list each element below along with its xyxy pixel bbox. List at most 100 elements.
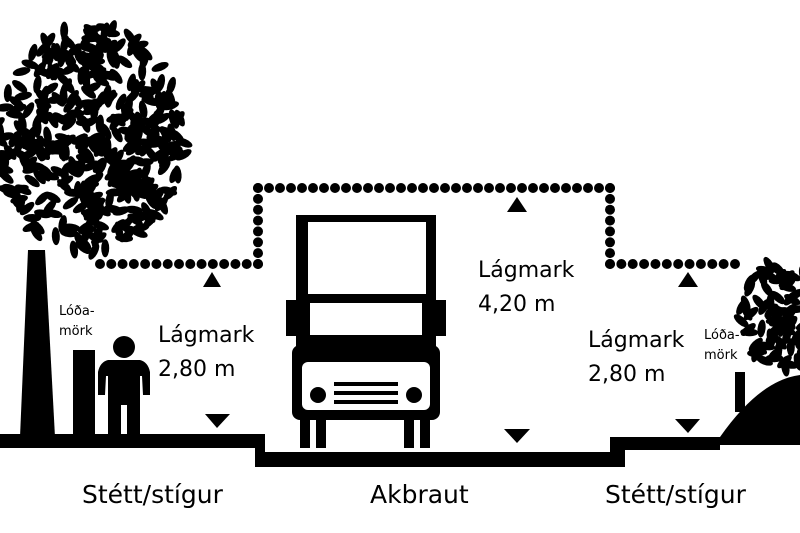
leaf [10,194,28,204]
leaf [12,67,31,77]
leaf [51,227,60,246]
leaf [101,239,110,258]
clearance-dot [707,259,718,269]
leaf [35,191,50,206]
clearance-dot [650,259,661,269]
clearance-dot [605,248,615,259]
left-min-label: Lágmark [158,323,255,348]
leaf [50,139,69,148]
leaf [91,220,109,231]
leaf [143,97,162,106]
road-min-label: Lágmark [478,258,575,283]
leaf [0,156,8,168]
leaf [131,223,150,233]
clearance-dot [429,183,439,193]
leaf [0,134,8,147]
leaf [92,157,106,173]
lot-post-left [73,350,95,436]
leaf [93,95,110,107]
leaf [82,160,100,172]
leaf [5,110,24,119]
leaf [0,121,5,140]
clearance-outline [95,183,740,269]
leaf [33,169,46,185]
leaf [92,197,105,214]
leaf [33,75,42,94]
leaf [111,149,124,166]
leaf [175,149,192,161]
leaf [143,135,160,148]
clearance-dot [253,204,263,215]
leaf [126,211,143,223]
clearance-dot [550,183,560,193]
leaf [77,221,94,233]
leaf [43,32,56,49]
clearance-dot [594,183,604,193]
leaf [736,298,748,316]
leaf [80,42,98,52]
leaf [157,197,169,215]
clearance-dot [151,259,162,269]
leaf [63,160,81,170]
clearance-dot [396,183,406,193]
clearance-dot [462,183,472,193]
clearance-dot [219,259,230,269]
leaf [140,162,151,180]
leaf [758,269,768,287]
leaf [86,63,104,72]
height-markers [203,197,700,443]
leaf [72,92,83,110]
leaf [111,126,123,143]
clearance-dot [418,183,428,193]
clearance-dot [561,183,571,193]
leaf [751,344,761,363]
lot-boundary-right-line2: mörk [704,348,738,363]
leaf [105,191,114,209]
leaf [88,172,104,186]
clearance-dot [451,183,461,193]
person-icon [98,336,150,436]
leaf [24,174,40,188]
leaf [77,138,90,155]
clearance-dot [308,183,318,193]
tree-left-icon [0,20,193,437]
leaf [90,102,99,121]
leaf [160,91,169,110]
clearance-dot [185,259,196,269]
clearance-dot [605,193,615,204]
clearance-dot [253,193,263,204]
leaf [740,323,756,336]
leaf [757,319,766,338]
leaf [145,113,158,130]
leaf [118,107,134,121]
clearance-dot [174,259,184,269]
leaf [777,319,786,337]
clearance-dot [297,183,307,193]
clearance-dot [528,183,538,193]
clearance-dot [673,259,684,269]
clearance-dot [506,183,516,193]
leaf [151,61,169,72]
leaf [75,133,87,150]
clearance-dot [286,183,296,193]
leaf [37,105,50,122]
clearance-dot [275,183,285,193]
leaf [75,118,94,127]
clearance-dot [341,183,351,193]
leaf [118,126,136,136]
clearance-dot [253,226,263,237]
leaf [22,102,35,119]
leaf [88,243,100,260]
clearance-dot [627,259,638,269]
leaf [144,146,158,162]
clearance-dot [517,183,527,193]
leaf [778,282,797,292]
leaf [166,76,176,95]
leaf [106,50,117,68]
leaf [0,185,16,195]
left-min-height: 2,80 m [158,357,236,382]
clearance-dot [605,183,615,193]
leaf [61,117,77,131]
